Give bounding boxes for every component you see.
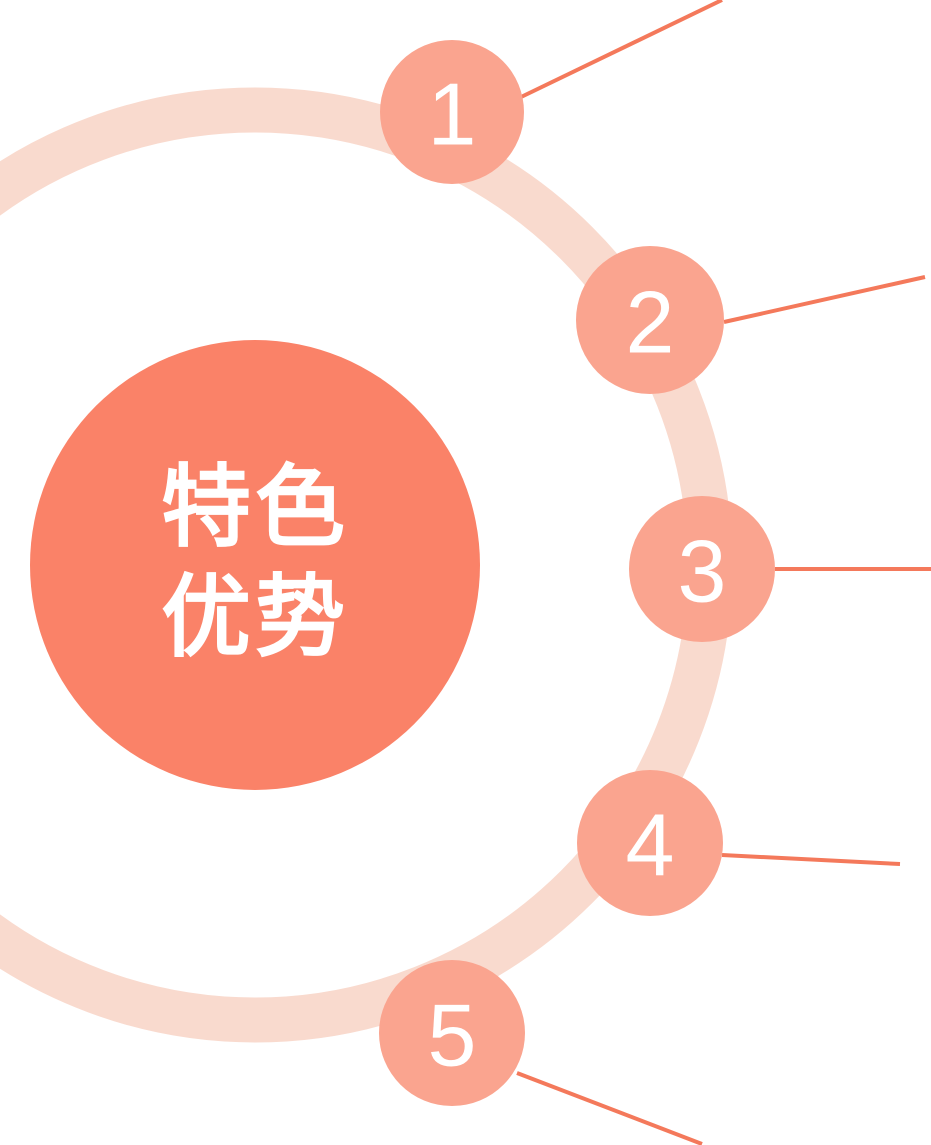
- connector-line-5: [516, 1071, 703, 1145]
- step-node-number-3: 3: [678, 522, 727, 621]
- connector-line-1: [518, 0, 723, 100]
- step-node-number-1: 1: [428, 65, 477, 164]
- hub-circle[interactable]: [30, 340, 480, 790]
- connector-lines: [516, 0, 931, 1145]
- hub-group[interactable]: 特色 优势: [30, 340, 480, 790]
- step-node-circle-1[interactable]: [380, 40, 524, 184]
- step-node-5[interactable]: 5: [379, 960, 525, 1106]
- step-node-circle-2[interactable]: [576, 246, 724, 394]
- step-node-circle-4[interactable]: [577, 770, 723, 916]
- step-nodes: 1 2 3 4 5: [379, 40, 775, 1106]
- step-node-3[interactable]: 3: [629, 496, 775, 642]
- hub-label-line-2: 优势: [161, 565, 349, 670]
- step-node-1[interactable]: 1: [380, 40, 524, 184]
- step-node-circle-3[interactable]: [629, 496, 775, 642]
- step-node-4[interactable]: 4: [577, 770, 723, 916]
- connector-line-4: [721, 853, 901, 866]
- hub-label-line-1: 特色: [161, 455, 349, 560]
- connector-line-2: [723, 275, 926, 324]
- step-node-number-4: 4: [626, 796, 675, 895]
- step-node-2[interactable]: 2: [576, 246, 724, 394]
- step-node-number-2: 2: [626, 273, 675, 372]
- step-node-number-5: 5: [428, 986, 477, 1085]
- step-node-circle-5[interactable]: [379, 960, 525, 1106]
